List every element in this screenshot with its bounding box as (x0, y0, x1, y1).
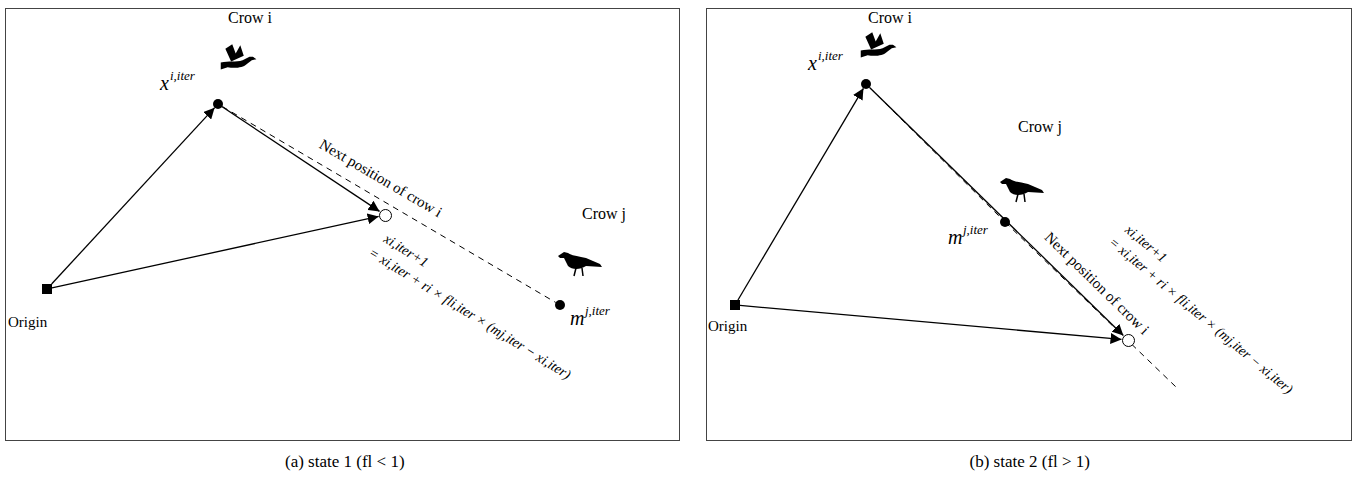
origin-square: Origin (42, 284, 52, 294)
crow-label: Crow i (868, 9, 912, 27)
index-superscript: i,iter (170, 69, 195, 84)
crow-body (558, 252, 602, 269)
index-superscript: j,iter (963, 223, 988, 238)
crow-label: Crow j (1018, 118, 1062, 136)
index-superscript: i,iter (818, 49, 843, 64)
position-dot: xi,iter (213, 99, 223, 109)
next-position-circle: Next position of crow i (1122, 334, 1135, 347)
panel-frame (6, 9, 680, 441)
crow-legs (574, 268, 583, 276)
subfigure-caption: (a) state 1 (fl < 1) (285, 452, 405, 472)
crow-label: Crow j (582, 205, 626, 223)
point-label: Next position of crow i (316, 135, 445, 220)
point-label: x (160, 72, 169, 95)
point-label: Origin (8, 314, 47, 331)
point-label: m (570, 307, 584, 330)
crow-body (221, 57, 257, 70)
formula-text: = xi,iter + ri × fli,iter × (mj,iter − x… (366, 245, 574, 383)
index-superscript: j,iter (585, 304, 610, 319)
crow-body (861, 45, 897, 58)
crow-legs (1016, 194, 1025, 202)
next-position-circle: Next position of crow i (379, 209, 392, 222)
crow-body (1000, 178, 1044, 195)
crow-label: Crow i (228, 9, 272, 27)
memory-dot: mj,iter (1000, 217, 1010, 227)
memory-dot: mj,iter (555, 300, 565, 310)
vector-arrow (740, 305, 1122, 339)
flying-crow (861, 32, 897, 57)
dashed-extension (1005, 222, 1176, 387)
panel-frame (707, 9, 1352, 441)
origin-square: Origin (730, 300, 740, 310)
point-label: x (808, 52, 817, 75)
crow-wing (865, 32, 883, 49)
vector-arrow (52, 216, 379, 288)
point-label: m (948, 226, 962, 249)
vector-arrow (738, 88, 863, 300)
flying-crow (221, 44, 257, 69)
crow-wing (225, 44, 243, 61)
position-dot: xi,iter (861, 79, 871, 89)
vector-arrow (870, 87, 1124, 335)
standing-crow (558, 252, 602, 276)
subfigure-caption: (b) state 2 (fl > 1) (970, 452, 1091, 472)
point-label: Origin (708, 318, 747, 335)
standing-crow (1000, 178, 1044, 202)
